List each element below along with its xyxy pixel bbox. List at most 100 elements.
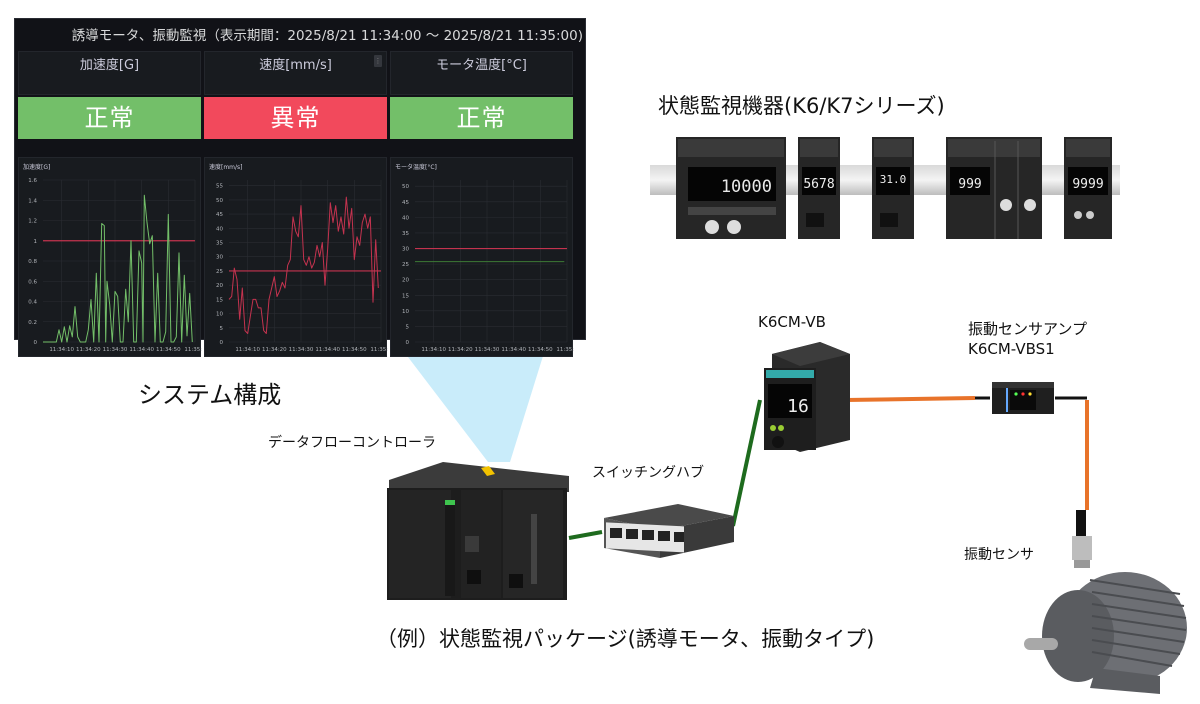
column-velocity: 速度[mm/s] ⋮ 異常 (204, 51, 387, 139)
column-header: 速度[mm/s] ⋮ (204, 51, 387, 95)
y-tick-label: 15 (216, 297, 223, 303)
y-tick-label: 40 (402, 215, 409, 221)
dashboard-title: 誘導モータ、振動監視（表示期間：2025/8/21 11:34:00 ～ 202… (71, 28, 583, 44)
column-header-label: 速度[mm/s] (259, 58, 332, 73)
product-lineup: 10000 5678 31.0 999 9999 (650, 137, 1120, 239)
x-tick-label: 11:34:30 (103, 347, 128, 353)
vibration-sensor-amp (992, 382, 1054, 414)
y-tick-label: 0.2 (28, 320, 37, 326)
x-tick-label: 11:34:40 (129, 347, 154, 353)
product-display: 999 (958, 177, 981, 192)
y-tick-label: 0 (34, 340, 38, 346)
status-badge: 異常 (204, 97, 387, 139)
x-tick-label: 11:34:30 (289, 347, 314, 353)
y-tick-label: 0 (220, 340, 224, 346)
y-tick-label: 30 (402, 247, 409, 253)
product-k7-compact: 9999 (1064, 137, 1112, 239)
y-tick-label: 45 (402, 200, 409, 206)
column-header: 加速度[G] (18, 51, 201, 95)
x-tick-label: 11:35:0 (184, 347, 202, 353)
y-tick-label: 25 (216, 269, 223, 275)
x-tick-label: 11:34:50 (528, 347, 553, 353)
status-badge: 正常 (18, 97, 201, 139)
y-tick-label: 20 (402, 278, 409, 284)
system-heading: システム構成 (138, 381, 282, 409)
vibration-sensor-cable (1076, 510, 1086, 536)
x-tick-label: 11:34:30 (475, 347, 500, 353)
chart-title: モータ温度[°C] (395, 164, 437, 171)
product-display: 31.0 (880, 173, 907, 186)
status-badge: 正常 (390, 97, 573, 139)
sensor-cable-k6cm-amp (845, 396, 976, 402)
y-tick-label: 0 (406, 340, 410, 346)
x-tick-label: 11:34:50 (342, 347, 367, 353)
k6cm-display: 16 (787, 396, 809, 417)
product-k7-multi: 999 (946, 137, 1042, 239)
hub-label: スイッチングハブ (592, 465, 704, 481)
series-line (43, 194, 193, 343)
y-tick-label: 40 (216, 226, 223, 232)
series-line (228, 196, 379, 334)
sensor-label: 振動センサ (964, 547, 1034, 563)
product-display: 9999 (1072, 177, 1103, 192)
y-tick-label: 5 (406, 324, 410, 330)
motor-with-sensor (1024, 510, 1187, 694)
product-k7-temp: 31.0 (872, 137, 914, 239)
y-tick-label: 0.4 (28, 300, 37, 306)
chart-title: 速度[mm/s] (209, 164, 243, 171)
ethernet-cable-controller-hub (568, 530, 603, 540)
x-tick-label: 11:34:50 (156, 347, 181, 353)
k6cm-vb-device: 16 (764, 342, 850, 452)
column-header: モータ温度[°C] (390, 51, 573, 95)
x-tick-label: 11:34:40 (501, 347, 526, 353)
y-tick-label: 25 (402, 262, 409, 268)
monitoring-dashboard: 誘導モータ、振動監視（表示期間：2025/8/21 11:34:00 ～ 202… (14, 18, 586, 357)
x-tick-label: 11:34:10 (421, 347, 446, 353)
y-tick-label: 0.8 (28, 259, 37, 265)
y-tick-label: 35 (216, 241, 223, 247)
switching-hub (604, 504, 734, 558)
product-k6cm: 5678 (798, 137, 840, 239)
amp-label-line2: K6CM-VBS1 (968, 340, 1055, 358)
data-flow-controller (387, 462, 569, 600)
y-tick-label: 20 (216, 283, 223, 289)
amp-label-line1: 振動センサアンプ (968, 320, 1087, 338)
panel-menu-icon[interactable]: ⋮ (374, 55, 382, 67)
y-tick-label: 35 (402, 231, 409, 237)
y-tick-label: 15 (402, 293, 409, 299)
product-display: 10000 (721, 177, 772, 197)
y-tick-label: 10 (216, 312, 223, 318)
y-tick-label: 1.4 (28, 198, 37, 204)
chart-title: 加速度[G] (23, 164, 51, 171)
vibration-sensor-icon (1072, 536, 1092, 560)
y-tick-label: 1.6 (28, 178, 37, 184)
y-tick-label: 45 (216, 212, 223, 218)
x-tick-label: 11:34:20 (76, 347, 101, 353)
y-tick-label: 55 (216, 184, 223, 190)
x-tick-label: 11:34:20 (262, 347, 287, 353)
column-acceleration: 加速度[G] 正常 (18, 51, 201, 139)
x-tick-label: 11:35:0 (556, 347, 574, 353)
x-tick-label: 11:35:0 (370, 347, 388, 353)
column-temperature: モータ温度[°C] 正常 (390, 51, 573, 139)
y-tick-label: 50 (216, 198, 223, 204)
k6cm-label: K6CM-VB (758, 313, 826, 331)
y-tick-label: 1 (34, 239, 38, 245)
y-tick-label: 50 (402, 184, 409, 190)
x-tick-label: 11:34:40 (315, 347, 340, 353)
product-k7-large: 10000 (676, 137, 786, 239)
product-display: 5678 (803, 177, 834, 192)
x-tick-label: 11:34:10 (235, 347, 260, 353)
y-tick-label: 5 (220, 326, 224, 332)
y-tick-label: 10 (402, 309, 409, 315)
x-tick-label: 11:34:20 (448, 347, 473, 353)
y-tick-label: 1.2 (28, 219, 37, 225)
controller-label: データフローコントローラ (268, 435, 436, 451)
y-tick-label: 0.6 (28, 279, 37, 285)
